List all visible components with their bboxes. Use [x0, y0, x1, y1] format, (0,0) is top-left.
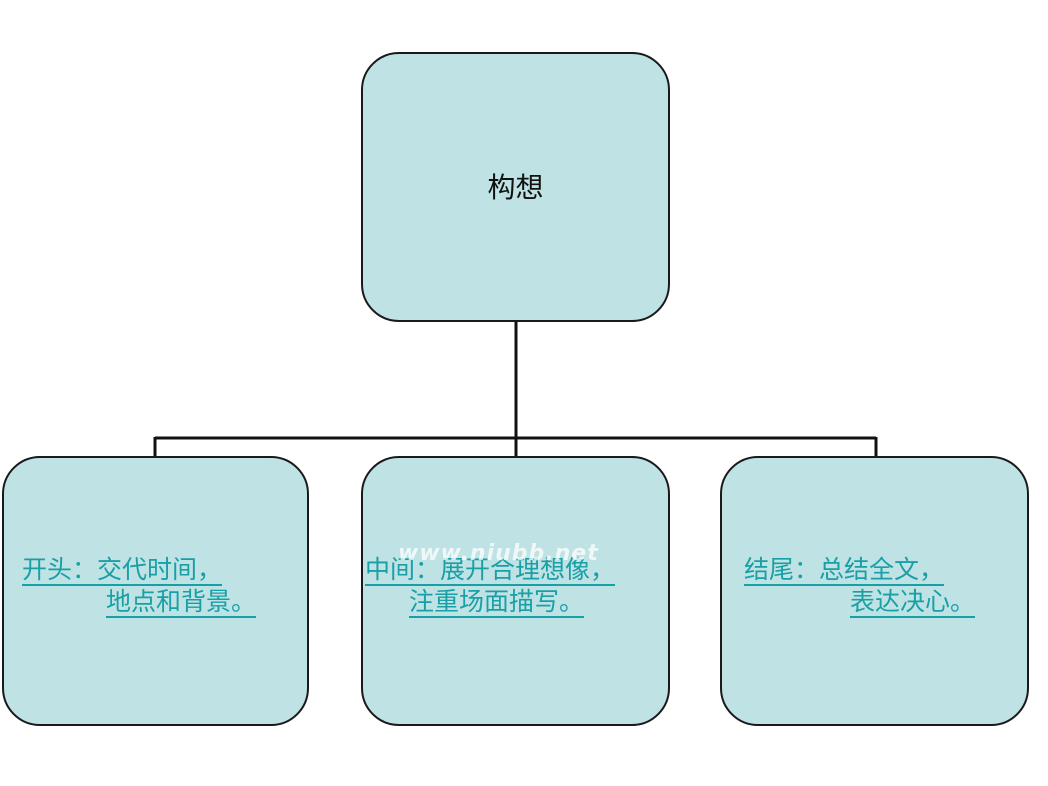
watermark-text: www.niubb.net — [398, 541, 599, 566]
root-node-label: 构想 — [487, 171, 544, 204]
child-node-opening-text: 开头：交代时间， 地点和背景。 — [4, 554, 307, 618]
child-node-middle-line1[interactable]: 中间：展开合理想像， — [365, 555, 616, 584]
child-node-opening-line2[interactable]: 地点和背景。 — [106, 587, 257, 616]
child-node-opening: 开头：交代时间， 地点和背景。 — [2, 456, 309, 726]
child-node-ending-text: 结尾：总结全文， 表达决心。 — [722, 554, 1027, 618]
child-node-middle-text: 中间：展开合理想像， 注重场面描写。 — [363, 554, 668, 618]
root-node: 构想 — [361, 52, 670, 322]
child-node-middle-line2[interactable]: 注重场面描写。 — [409, 587, 585, 616]
child-node-middle: 中间：展开合理想像， 注重场面描写。 — [361, 456, 670, 726]
child-node-ending-line1[interactable]: 结尾：总结全文， — [744, 555, 945, 584]
child-node-opening-line1[interactable]: 开头：交代时间， — [22, 555, 223, 584]
child-node-ending: 结尾：总结全文， 表达决心。 — [720, 456, 1029, 726]
child-node-ending-line2[interactable]: 表达决心。 — [850, 587, 976, 616]
